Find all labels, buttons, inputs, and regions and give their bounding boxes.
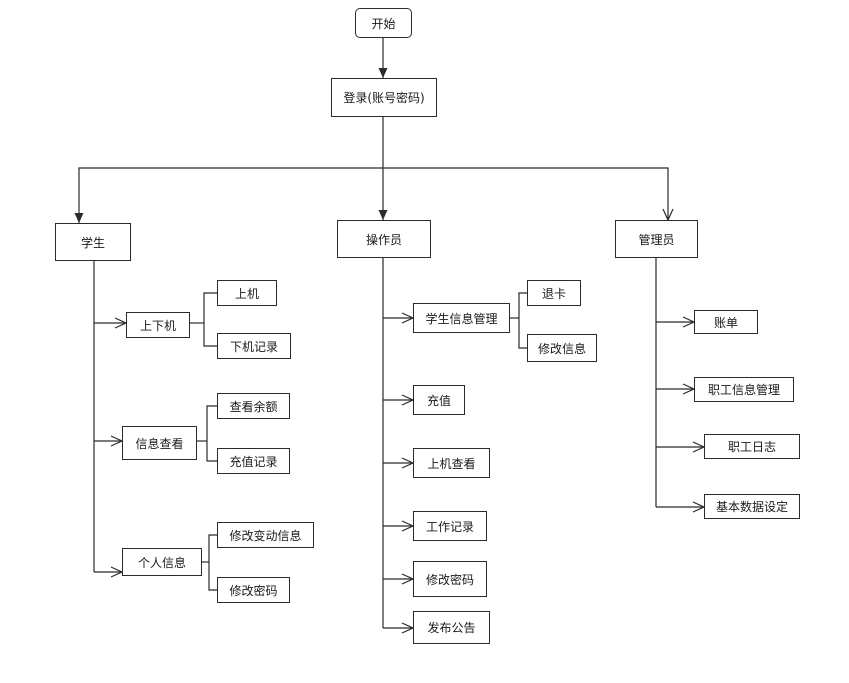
node-login: 登录(账号密码) [331, 78, 437, 117]
node-start: 开始 [355, 8, 412, 38]
node-student: 学生 [55, 223, 131, 261]
node-refund-card: 退卡 [527, 280, 581, 306]
node-info-view: 信息查看 [122, 426, 197, 460]
node-offline-record: 下机记录 [217, 333, 291, 359]
node-operator-modify-password: 修改密码 [413, 561, 487, 597]
node-publish-notice: 发布公告 [413, 611, 490, 644]
node-student-info-manage: 学生信息管理 [413, 303, 510, 333]
node-bill: 账单 [694, 310, 758, 334]
node-admin: 管理员 [615, 220, 698, 258]
node-recharge-record: 充值记录 [217, 448, 290, 474]
bracket-online-offline-fork [203, 292, 217, 347]
node-personal-info: 个人信息 [122, 548, 202, 576]
node-basic-data-settings: 基本数据设定 [704, 494, 800, 519]
arrow-start-login [378, 68, 388, 78]
bracket-info-view-fork [206, 405, 217, 462]
node-work-record: 工作记录 [413, 511, 487, 541]
arrow-login-operator [378, 210, 388, 220]
node-online-offline: 上下机 [126, 312, 190, 338]
node-recharge: 充值 [413, 385, 465, 415]
node-staff-log: 职工日志 [704, 434, 800, 459]
node-modify-change-info: 修改变动信息 [217, 522, 314, 548]
node-staff-info-manage: 职工信息管理 [694, 377, 794, 402]
node-student-modify-password: 修改密码 [217, 577, 290, 603]
edge-login-student [78, 167, 383, 223]
node-online: 上机 [217, 280, 277, 306]
node-operator: 操作员 [337, 220, 431, 258]
edge-login-admin [383, 167, 669, 220]
arrow-login-student [74, 213, 84, 223]
node-check-balance: 查看余额 [217, 393, 290, 419]
node-online-view: 上机查看 [413, 448, 490, 478]
bracket-personal-info-fork [208, 534, 217, 591]
node-operator-modify-info: 修改信息 [527, 334, 597, 362]
bracket-student-info-manage-fork [518, 292, 527, 349]
